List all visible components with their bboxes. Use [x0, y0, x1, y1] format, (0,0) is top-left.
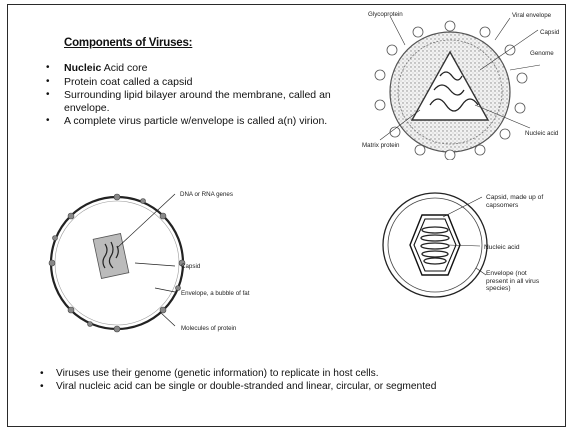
bullet-lead: Nucleic — [64, 62, 101, 74]
bullet-text: Acid core — [101, 62, 147, 74]
label-nucleic-acid: Nucleic acid — [484, 244, 544, 252]
label-capsid-capsomers: Capsid, made up of capsomers — [486, 194, 550, 209]
capsid-structure-diagram — [380, 190, 500, 310]
label-envelope-right: Envelope (not present in all virus speci… — [486, 270, 550, 293]
virus-cutaway-illustration — [350, 10, 565, 160]
label-nucleic-top: Nucleic acid — [525, 130, 558, 137]
note-item: Viruses use their genome (genetic inform… — [38, 367, 568, 380]
bullet-item: A complete virus particle w/envelope is … — [44, 115, 374, 128]
bullet-text: Protein coat called a capsid — [64, 76, 192, 88]
label-genome: Genome — [530, 50, 554, 57]
bullet-item: Nucleic Acid core — [44, 62, 374, 75]
bullet-text: A complete virus particle w/envelope is … — [64, 115, 327, 127]
label-capsid-top: Capsid — [540, 29, 559, 36]
bullet-item: Protein coat called a capsid — [44, 76, 374, 89]
replication-notes: Viruses use their genome (genetic inform… — [38, 367, 568, 393]
label-protein-molecules: Molecules of protein — [181, 325, 236, 332]
slide-title: Components of Viruses: — [64, 37, 192, 49]
label-dna-rna-genes: DNA or RNA genes — [180, 191, 233, 198]
components-list: Nucleic Acid core Protein coat called a … — [44, 62, 374, 129]
label-viral-envelope: Viral envelope — [512, 12, 551, 19]
enveloped-virus-diagram — [45, 188, 195, 338]
label-capsid-left: Capsid — [181, 263, 200, 270]
note-item: Viral nucleic acid can be single or doub… — [38, 380, 568, 393]
label-matrix-protein: Matrix protein — [362, 142, 399, 149]
label-envelope-left: Envelope, a bubble of fat — [181, 290, 249, 297]
bullet-item: Surrounding lipid bilayer around the mem… — [44, 89, 374, 114]
label-glycoprotein: Glycoprotein — [368, 11, 403, 18]
bullet-text: Surrounding lipid bilayer around the mem… — [64, 89, 331, 114]
